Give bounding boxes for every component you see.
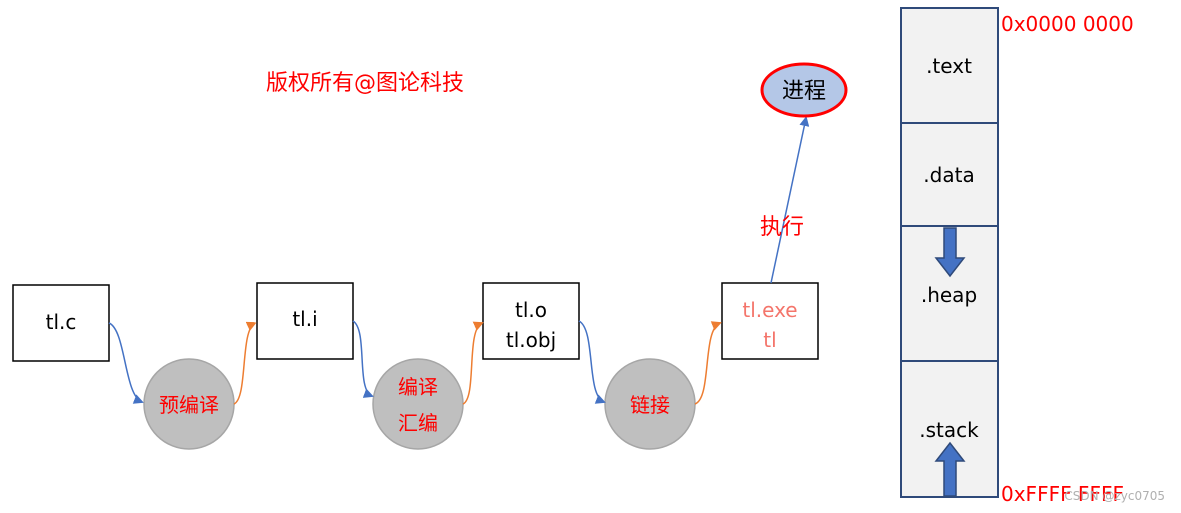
step-node-link: 链接 bbox=[604, 358, 696, 450]
step-node-preprocess: 预编译 bbox=[143, 358, 235, 450]
file-object-label-1: tl.o bbox=[515, 298, 547, 322]
segment-heap-label: .heap bbox=[921, 283, 977, 307]
file-box-source: tl.c bbox=[12, 284, 110, 362]
file-box-object: tl.o tl.obj bbox=[482, 282, 580, 360]
step-node-compile: 编译 汇编 bbox=[372, 358, 464, 450]
file-source-label: tl.c bbox=[46, 310, 77, 334]
stack-grow-up-arrow-icon bbox=[934, 441, 966, 497]
segment-data bbox=[900, 122, 999, 227]
execute-label: 执行 bbox=[760, 215, 804, 240]
arrow-object-to-link bbox=[578, 320, 606, 404]
file-box-executable: tl.exe tl bbox=[721, 282, 819, 360]
heap-grow-down-arrow-icon bbox=[934, 227, 966, 278]
step-compile-label-2: 汇编 bbox=[398, 411, 438, 435]
segment-text-label: .text bbox=[926, 54, 972, 78]
process-node: 进程 bbox=[760, 62, 848, 118]
file-box-preprocessed: tl.i bbox=[256, 282, 354, 360]
arrow-preprocessed-to-compile bbox=[352, 320, 374, 398]
copyright-text: 版权所有@图论科技 bbox=[266, 71, 464, 96]
arrow-link-to-executable bbox=[694, 321, 722, 405]
arrow-source-to-preprocess bbox=[108, 322, 144, 404]
process-label: 进程 bbox=[782, 79, 826, 104]
address-start-label: 0x0000 0000 bbox=[1001, 12, 1134, 36]
file-exe-label-1: tl.exe bbox=[742, 298, 797, 322]
file-exe-label-2: tl bbox=[763, 328, 776, 352]
file-object-label-2: tl.obj bbox=[506, 328, 556, 352]
segment-data-label: .data bbox=[923, 163, 974, 187]
address-end-label: 0xFFFF FFFF bbox=[1001, 482, 1124, 506]
arrow-compile-to-object bbox=[462, 321, 484, 405]
arrow-preprocess-to-preprocessed bbox=[233, 321, 257, 405]
file-preprocessed-label: tl.i bbox=[292, 307, 317, 331]
step-preprocess-label: 预编译 bbox=[159, 393, 219, 417]
step-link-label: 链接 bbox=[630, 393, 670, 417]
segment-stack-label: .stack bbox=[919, 418, 979, 442]
step-compile-label-1: 编译 bbox=[398, 375, 438, 399]
arrow-execute bbox=[770, 116, 810, 284]
watermark-text: CSDN @zyc0705 bbox=[1064, 489, 1165, 503]
memory-layout: .text .data .heap .stack bbox=[900, 7, 999, 498]
